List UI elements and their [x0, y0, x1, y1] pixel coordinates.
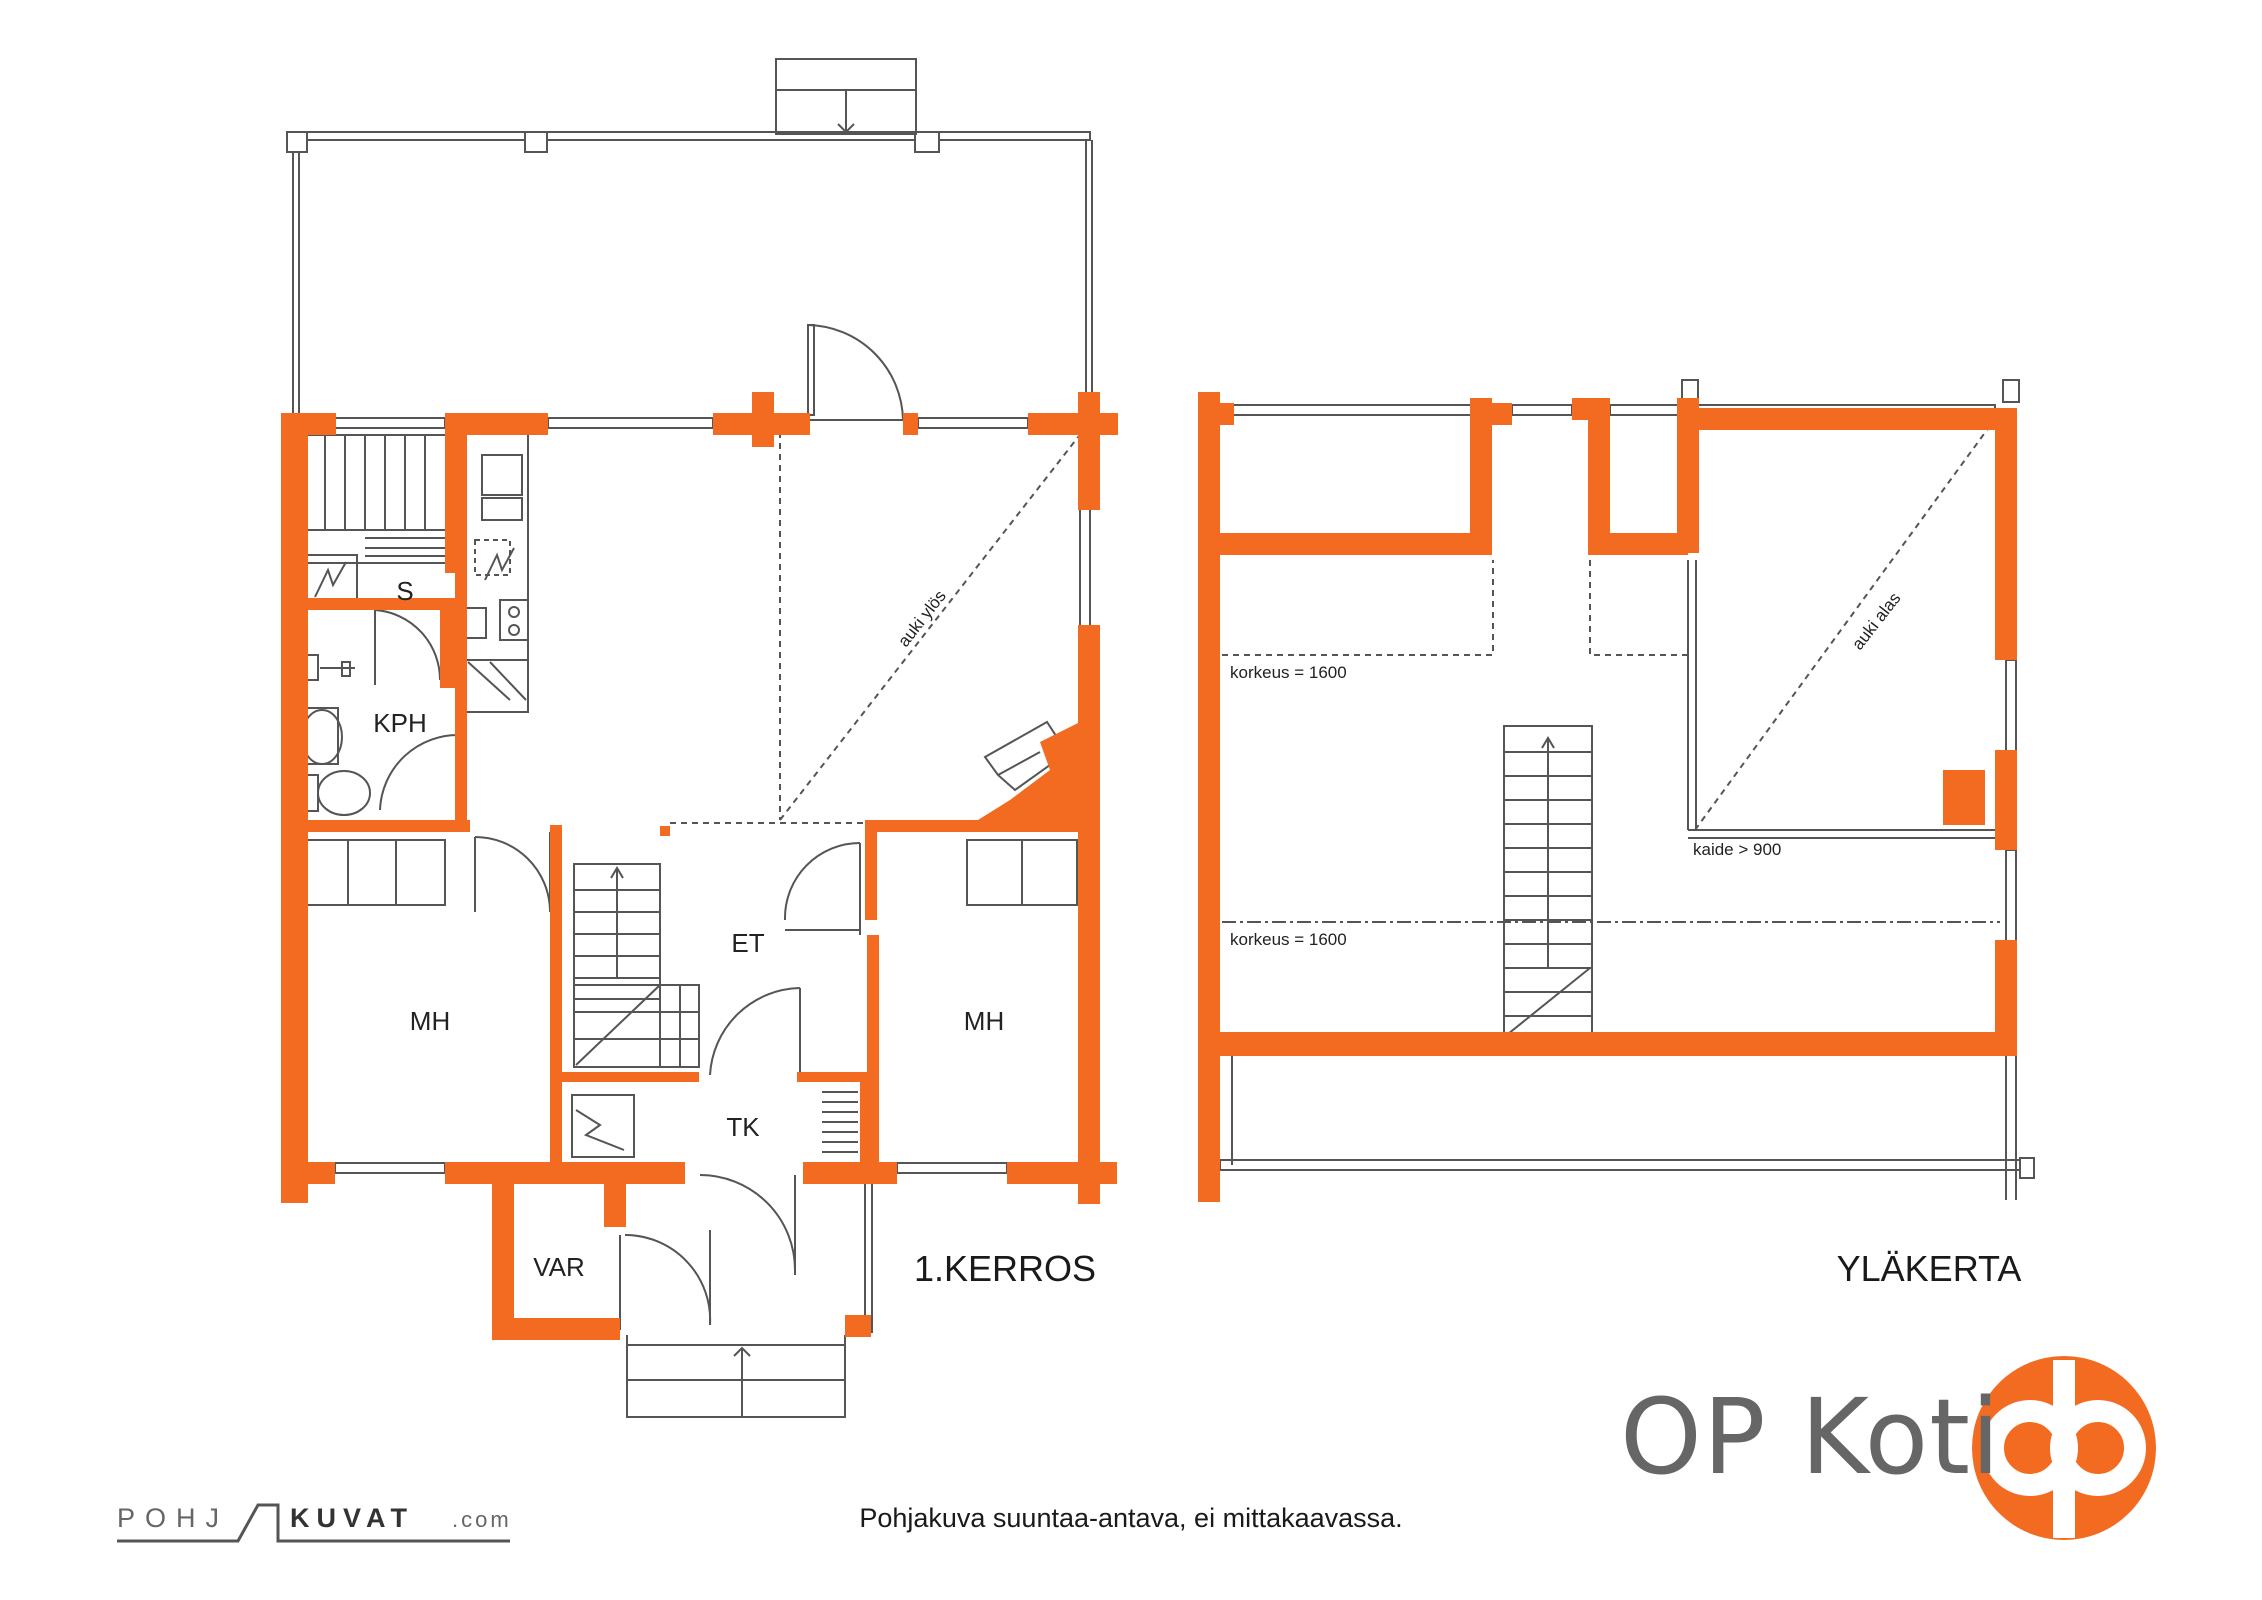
terrace-railing-top: [289, 131, 1091, 141]
height-label-bottom: korkeus = 1600: [1230, 930, 1347, 949]
room-label-bedroom-left: MH: [410, 1006, 450, 1036]
window: [896, 1162, 1008, 1174]
window: [1079, 507, 1091, 629]
sauna-bench: [304, 434, 456, 564]
wardrobe: [299, 839, 446, 906]
railing-label: kaide > 900: [1693, 840, 1781, 859]
room-label-utility: TK: [726, 1112, 760, 1142]
window: [917, 417, 1029, 429]
brand-name: OP Koti: [1620, 1376, 2001, 1498]
credit-suffix: .com: [452, 1507, 512, 1532]
op-logo-icon: [1972, 1356, 2156, 1540]
open-down-label: auki alas: [1848, 589, 1904, 654]
window: [1231, 404, 1483, 416]
room-label-storage: VAR: [533, 1252, 585, 1282]
window: [334, 1162, 446, 1174]
window: [2005, 659, 2017, 756]
terrace-door: [807, 324, 815, 416]
balcony-railing: [1219, 1159, 2031, 1171]
staircase: [573, 863, 661, 1000]
credit-right: KUVAT: [290, 1503, 414, 1533]
window: [2005, 849, 2017, 946]
floor2-title: YLÄKERTA: [1837, 1248, 2022, 1289]
walls: [281, 392, 2017, 1340]
terrace-steps: [775, 58, 917, 135]
pohjakuvat-logo: POHJ KUVAT .com: [117, 1503, 512, 1543]
room-label-bathroom: KPH: [373, 708, 426, 738]
room-label-bedroom-right: MH: [964, 1006, 1004, 1036]
room-label-sauna: S: [396, 576, 413, 606]
window: [1511, 404, 1573, 416]
window: [547, 417, 714, 429]
cabinet: [571, 1094, 635, 1158]
window: [334, 417, 446, 429]
shoe-rack: [822, 1091, 858, 1153]
credit-left: POHJ: [117, 1503, 229, 1533]
height-label-top: korkeus = 1600: [1230, 663, 1347, 682]
floor1-title: 1.KERROS: [914, 1248, 1096, 1289]
room-label-hall: ET: [731, 928, 764, 958]
open-up-label: auki ylös: [894, 587, 950, 651]
thin-lines: [286, 58, 2035, 1418]
disclaimer: Pohjakuva suuntaa-antava, ei mittakaavas…: [859, 1503, 1403, 1533]
